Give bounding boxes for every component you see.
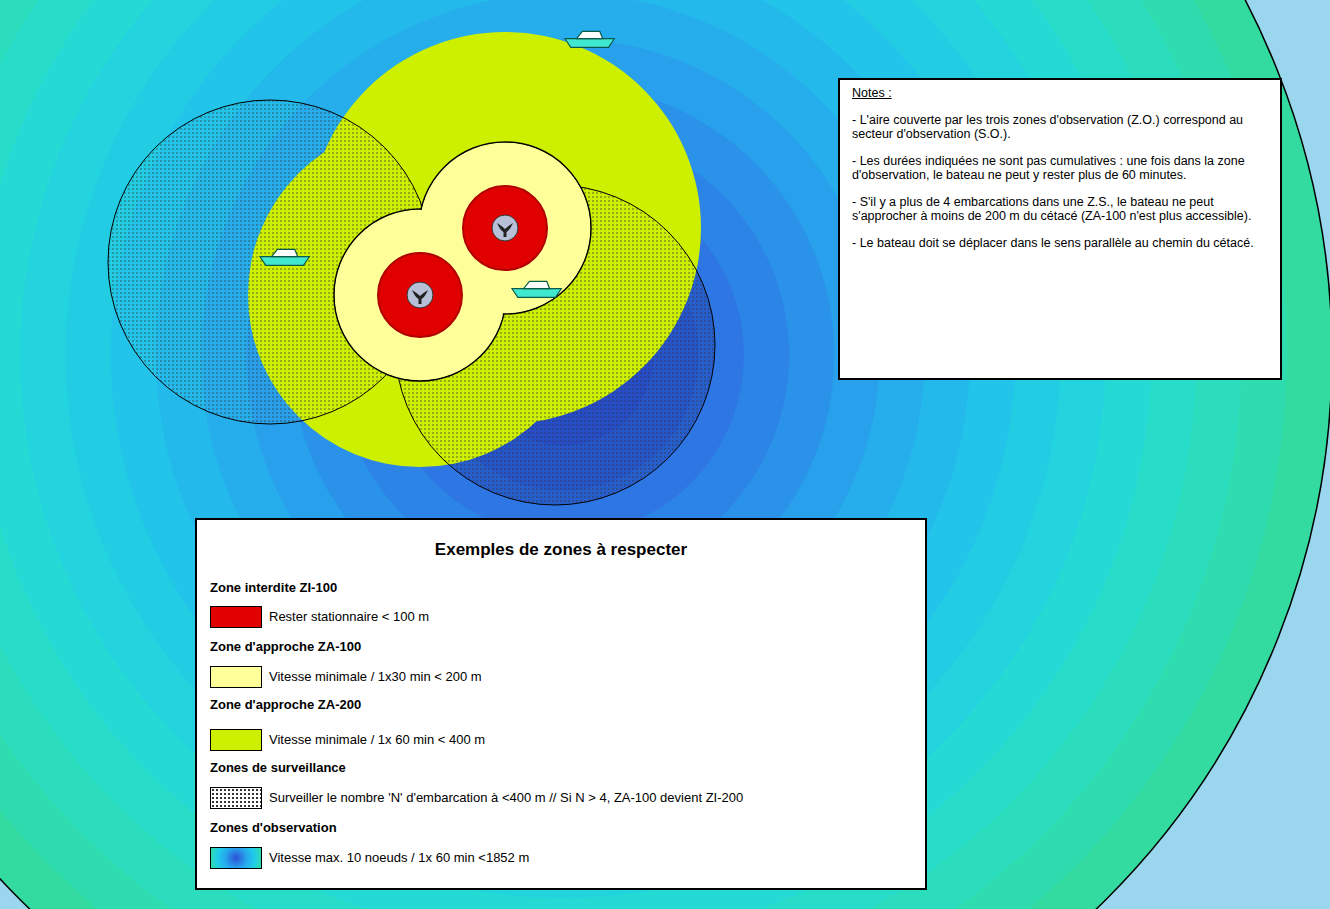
- legend-box: Exemples de zones à respecterZone interd…: [195, 518, 927, 890]
- legend-text: Vitesse minimale / 1x 60 min < 400 m: [269, 732, 485, 748]
- legend-swatch: [210, 847, 262, 869]
- legend-text: Vitesse max. 10 noeuds / 1x 60 min <1852…: [269, 850, 529, 866]
- boat-hull: [512, 289, 561, 298]
- observation-ring: [0, 0, 1287, 909]
- legend-swatch: [210, 787, 262, 809]
- boat-icon: [512, 281, 561, 297]
- forbidden-zone: [463, 186, 547, 270]
- boat-icon: [565, 31, 614, 47]
- whale-disc: [492, 215, 518, 241]
- zone-heading: Zone d'approche ZA-200: [210, 697, 361, 713]
- legend-text: Rester stationnaire < 100 m: [269, 609, 429, 625]
- zone-heading: Zone interdite ZI-100: [210, 580, 337, 596]
- whale-icon: [407, 282, 433, 308]
- whale-icon: [492, 215, 518, 241]
- zone-heading: Zones d'observation: [210, 820, 337, 836]
- notes-box: Notes : - L'aire couverte par les trois z…: [838, 78, 1282, 380]
- legend-title: Exemples de zones à respecter: [197, 540, 925, 560]
- legend-text: Surveiller le nombre 'N' d'embarcation à…: [269, 790, 743, 806]
- boat-cabin: [524, 281, 550, 288]
- boat-hull: [260, 257, 309, 266]
- zone-heading: Zones de surveillance: [210, 760, 346, 776]
- note-text: - L'aire couverte par les trois zones d'…: [852, 113, 1270, 141]
- boat-hull: [565, 39, 614, 48]
- boat-icon: [260, 249, 309, 265]
- forbidden-zone: [378, 253, 462, 337]
- whale-tail: [412, 290, 428, 304]
- legend-swatch: [210, 606, 262, 628]
- note-text: - S'il y a plus de 4 embarcations dans u…: [852, 195, 1270, 223]
- zone-heading: Zone d'approche ZA-100: [210, 639, 361, 655]
- whale-disc: [407, 282, 433, 308]
- note-text: Notes :: [852, 86, 1270, 100]
- note-text: - Le bateau doit se déplacer dans le sen…: [852, 236, 1270, 250]
- legend-swatch: [210, 729, 262, 751]
- whale-tail: [497, 223, 513, 237]
- legend-swatch: [210, 666, 262, 688]
- boat-cabin: [577, 31, 603, 38]
- boat-cabin: [272, 249, 298, 256]
- note-text: - Les durées indiquées ne sont pas cumul…: [852, 154, 1270, 182]
- legend-text: Vitesse minimale / 1x30 min < 200 m: [269, 669, 482, 685]
